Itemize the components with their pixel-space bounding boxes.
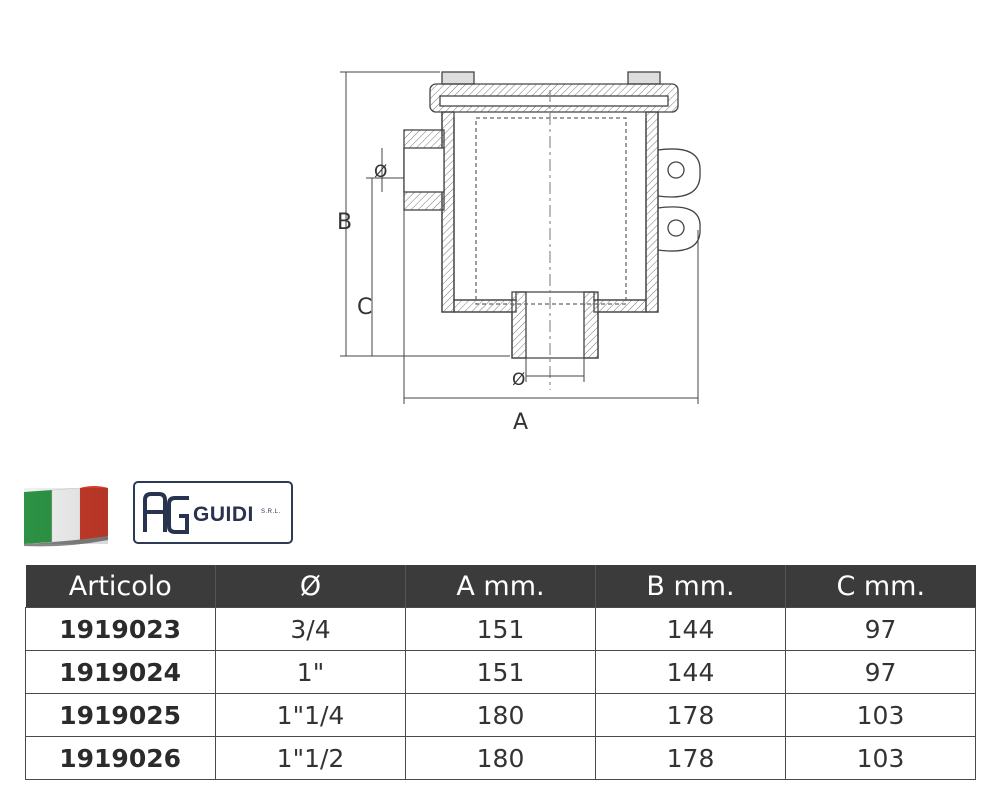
italian-flag-icon [22,482,112,548]
header-b: B mm. [595,565,786,608]
brand-suffix: S.R.L. [261,509,281,515]
diameter-value: 1"1/4 [215,693,406,737]
a-value: 180 [405,693,596,737]
b-value: 178 [595,693,786,737]
article-code: 1919025 [25,693,216,737]
header-c: C mm. [785,565,976,608]
a-value: 151 [405,650,596,694]
header-a: A mm. [405,565,596,608]
c-value: 97 [785,607,976,651]
ag-monogram-icon [143,492,189,534]
inlet-diameter-label: Ø [374,162,388,182]
filter-cross-section-drawing [340,71,701,404]
diameter-value: 1" [215,650,406,694]
a-value: 180 [405,736,596,780]
c-value: 97 [785,650,976,694]
c-value: 103 [785,693,976,737]
technical-drawing: B C A Ø Ø [320,60,740,440]
brand-name: GUIDI [193,503,254,526]
table-row: 1919023 3/4 151 144 97 [25,607,976,651]
article-code: 1919023 [25,607,216,651]
specification-table: Articolo Ø A mm. B mm. C mm. 1919023 3/4… [25,565,976,780]
table-row: 1919025 1"1/4 180 178 103 [25,693,976,737]
table-header-row: Articolo Ø A mm. B mm. C mm. [25,565,976,608]
dimension-c-label: C [357,295,373,320]
table-row: 1919024 1" 151 144 97 [25,650,976,694]
outlet-diameter-label: Ø [512,370,526,390]
b-value: 178 [595,736,786,780]
diameter-value: 3/4 [215,607,406,651]
diameter-value: 1"1/2 [215,736,406,780]
article-code: 1919026 [25,736,216,780]
dimension-b-label: B [337,210,353,235]
dimension-a-label: A [513,410,529,435]
header-diameter: Ø [215,565,406,608]
b-value: 144 [595,607,786,651]
c-value: 103 [785,736,976,780]
article-code: 1919024 [25,650,216,694]
table-row: 1919026 1"1/2 180 178 103 [25,736,976,780]
header-articolo: Articolo [25,565,216,608]
guidi-logo: GUIDI S.R.L. [133,481,293,544]
a-value: 151 [405,607,596,651]
b-value: 144 [595,650,786,694]
